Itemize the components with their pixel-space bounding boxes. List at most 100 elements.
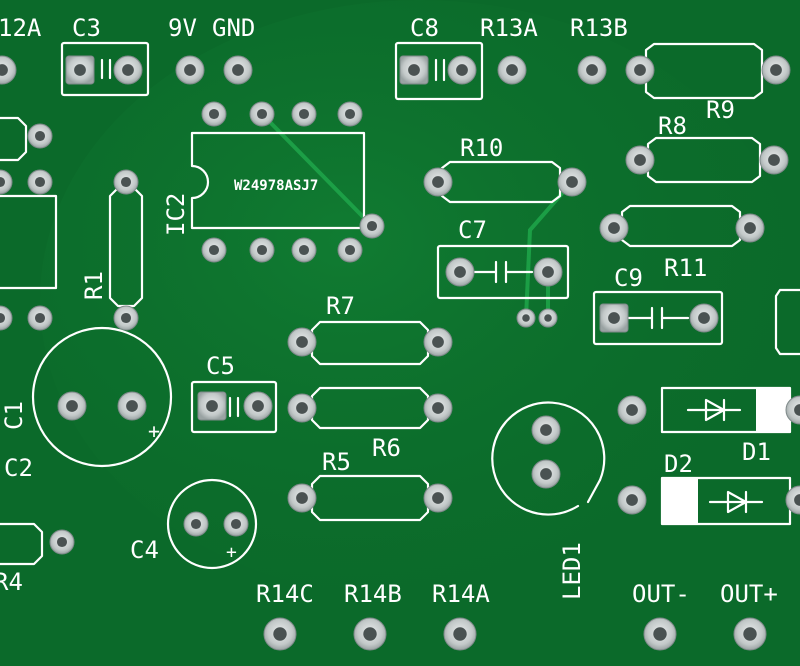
pad	[337, 101, 363, 127]
pad	[761, 55, 791, 85]
label-9v: 9V	[168, 14, 197, 42]
label-c3: C3	[72, 14, 101, 42]
pad	[27, 169, 53, 195]
pad	[65, 55, 95, 85]
pad	[57, 391, 87, 421]
label-c1-polarity: +	[148, 419, 160, 443]
label-r6: R6	[372, 434, 401, 462]
pad	[27, 305, 53, 331]
label-r10: R10	[460, 134, 503, 162]
pad	[599, 213, 629, 243]
label-r4: R4	[0, 568, 23, 596]
pad	[516, 308, 536, 328]
label-c9: C9	[614, 264, 643, 292]
pad	[625, 55, 655, 85]
label-d1: D1	[742, 438, 771, 466]
label-r7: R7	[326, 292, 355, 320]
pad	[445, 257, 475, 287]
label-c2: C2	[4, 454, 33, 482]
pad	[337, 237, 363, 263]
label-r12a: 12A	[0, 14, 42, 42]
pad	[291, 101, 317, 127]
ic2-footprint	[190, 131, 366, 230]
pad	[557, 167, 587, 197]
pad	[117, 391, 147, 421]
pad	[785, 485, 800, 515]
label-c1: C1	[0, 401, 28, 430]
label-r14c: R14C	[256, 580, 314, 608]
label-ic2: IC2	[162, 193, 190, 236]
d2-band	[662, 478, 698, 524]
label-c4: C4	[130, 536, 159, 564]
pad	[49, 529, 75, 555]
pad	[291, 237, 317, 263]
label-r9: R9	[706, 96, 735, 124]
label-c4-polarity: +	[226, 542, 237, 563]
silkscreen-labels: 12A C3 9V GND C8 R13A R13B R9 R8 R10 IC2…	[0, 14, 778, 608]
label-r11: R11	[664, 254, 707, 282]
label-out-minus: OUT-	[632, 580, 690, 608]
pad	[735, 213, 765, 243]
pad	[423, 483, 453, 513]
pad	[113, 305, 139, 331]
pad	[497, 55, 527, 85]
label-c7: C7	[458, 216, 487, 244]
pad	[617, 485, 647, 515]
pad	[201, 101, 227, 127]
pad	[577, 55, 607, 85]
label-d2: D2	[664, 450, 693, 478]
pad	[531, 415, 561, 445]
pad	[0, 169, 13, 195]
pad	[533, 257, 563, 287]
pad	[689, 303, 719, 333]
pad	[759, 145, 789, 175]
ic2-marking: W24978ASJ7	[234, 178, 318, 194]
pad	[287, 327, 317, 357]
label-r13b: R13B	[570, 14, 628, 42]
pad	[183, 511, 209, 537]
pad	[263, 617, 297, 651]
pad	[423, 327, 453, 357]
pad	[643, 617, 677, 651]
pad	[625, 145, 655, 175]
pad	[197, 391, 227, 421]
pad	[423, 393, 453, 423]
pads	[0, 55, 800, 651]
label-r8: R8	[658, 112, 687, 140]
pad	[617, 395, 647, 425]
pad	[287, 483, 317, 513]
label-c8: C8	[410, 14, 439, 42]
pad	[423, 167, 453, 197]
pad	[353, 617, 387, 651]
pad	[538, 308, 558, 328]
pad	[531, 459, 561, 489]
substrate-sheen	[40, 0, 800, 600]
pad	[0, 55, 17, 85]
pad	[359, 213, 385, 239]
label-out-plus: OUT+	[720, 580, 778, 608]
pad	[733, 617, 767, 651]
label-c5: C5	[206, 352, 235, 380]
pad	[447, 55, 477, 85]
pad	[785, 395, 800, 425]
diode-symbols	[686, 398, 764, 514]
label-r13a: R13A	[480, 14, 538, 42]
capacitor-symbols	[100, 58, 690, 418]
pad	[243, 391, 273, 421]
label-r5: R5	[322, 448, 351, 476]
pad	[113, 169, 139, 195]
label-r1: R1	[80, 271, 108, 300]
pad	[399, 55, 429, 85]
pad	[223, 511, 249, 537]
pad	[249, 237, 275, 263]
pad	[443, 617, 477, 651]
pad	[113, 55, 143, 85]
pad	[27, 123, 53, 149]
label-r14a: R14A	[432, 580, 490, 608]
pad	[201, 237, 227, 263]
pad	[0, 305, 13, 331]
pad	[175, 55, 205, 85]
pad	[599, 303, 629, 333]
pad	[287, 393, 317, 423]
pad	[223, 55, 253, 85]
